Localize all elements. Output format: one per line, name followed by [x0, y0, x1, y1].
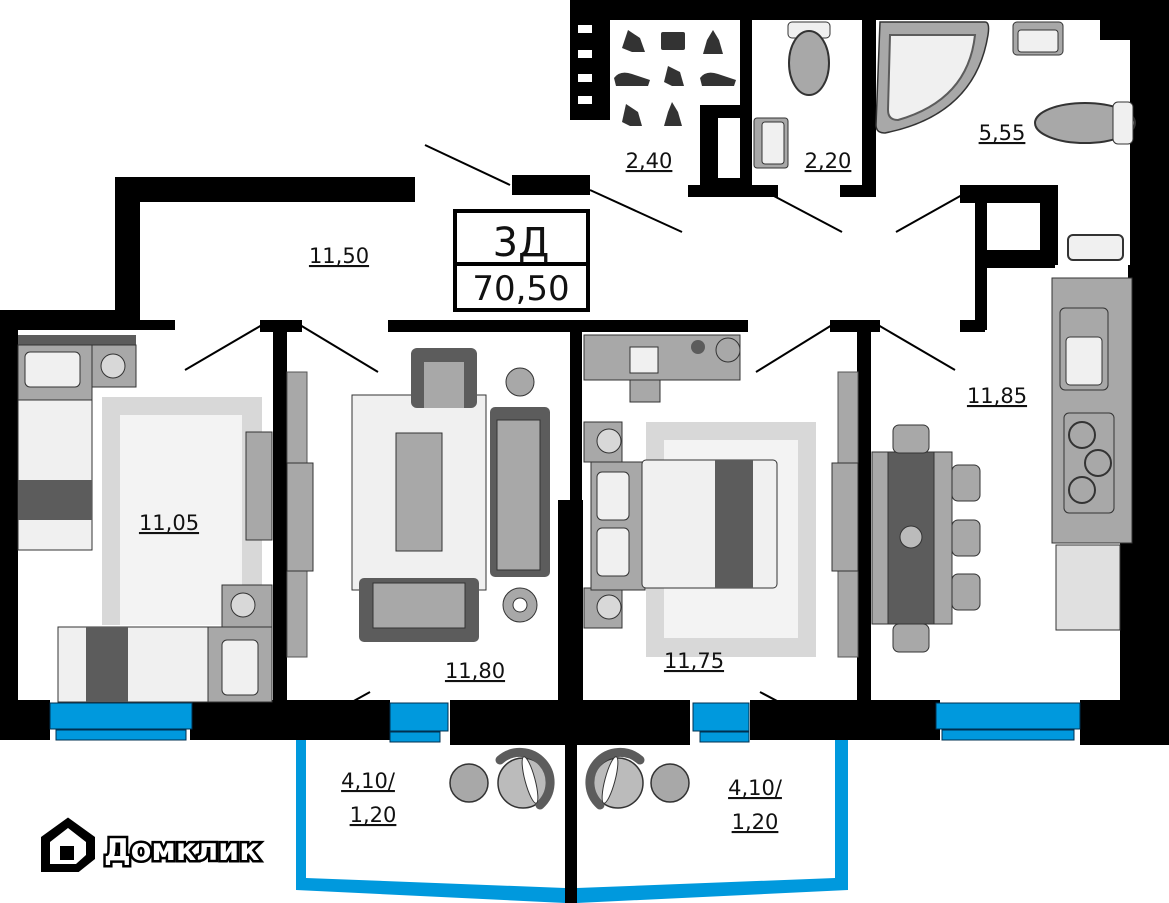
apartment-type: 3Д [493, 220, 550, 266]
area-master-bedroom: 11,75 [664, 649, 724, 673]
shoe-icon [622, 104, 642, 126]
master-bedroom-room [583, 334, 859, 658]
bedroom-left-room [17, 335, 273, 703]
balcony-left [296, 740, 565, 903]
area-bathroom: 5,55 [979, 121, 1026, 145]
area-balcony-left-2: 1,20 [350, 803, 397, 827]
house-icon [41, 817, 95, 872]
wardrobe-room [578, 25, 740, 178]
window-kitchen [935, 702, 1081, 730]
area-balcony-left-1: 4,10/ [341, 769, 396, 793]
area-living-room: 11,80 [445, 659, 505, 683]
brand-logo: Домклик [41, 817, 262, 872]
living-room [286, 348, 550, 658]
area-labels: 11,50 2,40 2,20 5,55 11,05 11,80 11,75 1… [139, 121, 1027, 834]
dress-icon [703, 30, 723, 54]
bathroom-room [875, 21, 1136, 261]
plant-icon [715, 337, 741, 363]
balconies [296, 740, 848, 903]
window-master [692, 702, 750, 732]
shoe-icon [622, 30, 645, 52]
dress-icon [664, 102, 682, 126]
wc-room [753, 21, 831, 169]
window-living [389, 702, 449, 732]
plant-icon [505, 367, 535, 397]
apartment-total-area: 70,50 [472, 269, 569, 309]
area-balcony-right-1: 4,10/ [728, 776, 783, 800]
kitchen-room [871, 277, 1133, 653]
door-swings [184, 144, 963, 729]
area-bedroom-left: 11,05 [139, 511, 199, 535]
sneaker-icon [614, 72, 650, 86]
brand-name: Домклик [104, 833, 260, 868]
balcony-right [577, 740, 848, 903]
apartment-badge: 3Д 70,50 [453, 209, 590, 312]
area-wardrobe: 2,40 [626, 149, 673, 173]
window-bedroom-left [49, 702, 193, 730]
windows [49, 702, 1081, 743]
briefcase-icon [661, 32, 685, 50]
shoe-icon [664, 66, 684, 86]
floor-lamp-icon [502, 587, 538, 623]
area-hallway: 11,50 [309, 244, 369, 268]
sneaker-icon [700, 72, 736, 86]
area-balcony-right-2: 1,20 [732, 810, 779, 834]
area-wc: 2,20 [805, 149, 852, 173]
area-kitchen: 11,85 [967, 384, 1027, 408]
